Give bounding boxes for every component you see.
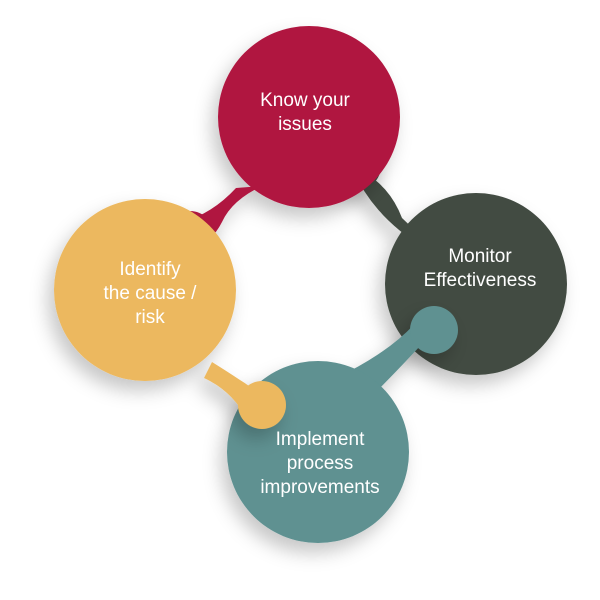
knob-implement xyxy=(410,306,458,354)
bubble-know xyxy=(218,26,400,208)
knob-identify xyxy=(238,381,286,429)
bubble-identify xyxy=(54,199,236,381)
node-identify xyxy=(54,199,286,429)
